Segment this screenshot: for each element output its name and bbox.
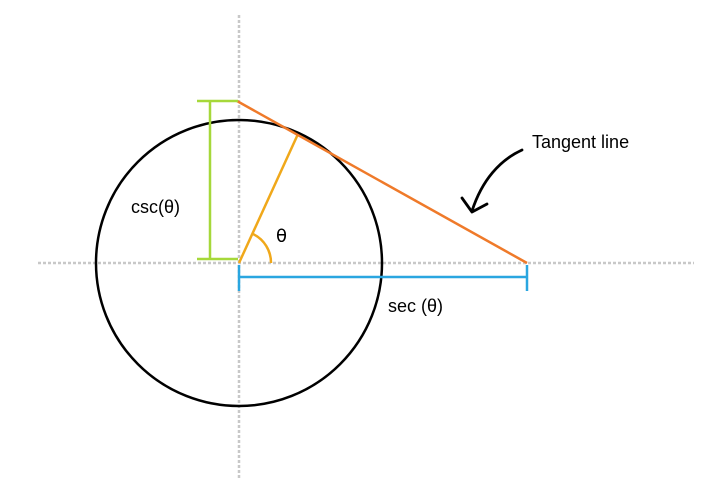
- tangent-line: [236, 99, 528, 265]
- theta-arc: [252, 232, 273, 264]
- radius-line: [237, 133, 300, 264]
- sec-label: sec (θ): [388, 296, 443, 316]
- theta-label: θ: [276, 226, 287, 247]
- tangent-pointer-arrow: [460, 148, 524, 214]
- sec-bracket: [237, 265, 529, 291]
- unit-circle: [94, 118, 384, 408]
- csc-label: csc(θ): [131, 197, 180, 217]
- csc-bracket: [197, 99, 238, 261]
- tangent-line-label: Tangent line: [532, 132, 629, 152]
